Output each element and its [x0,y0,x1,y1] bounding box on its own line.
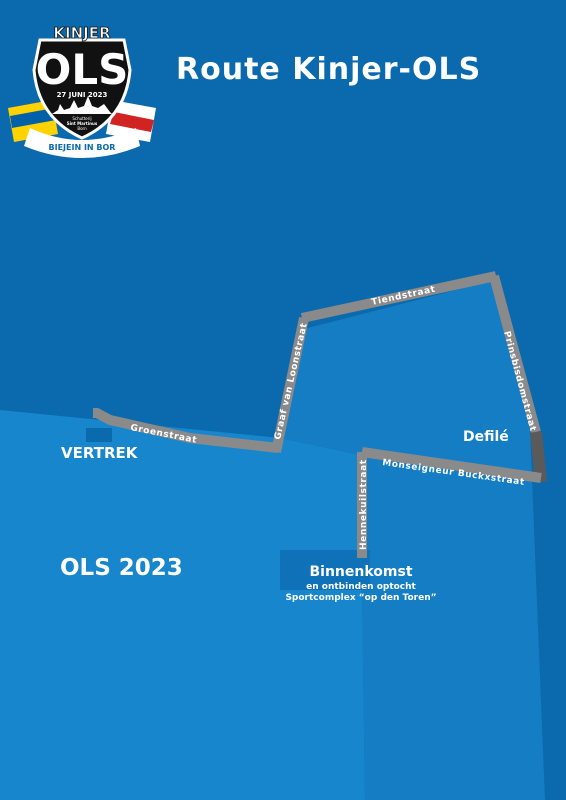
route-monseigneur-buckxstraat [361,447,542,483]
route-graaf-van-loonstraat [271,316,309,454]
finish-label: Binnenkomst en ontbinden optocht Sportco… [276,564,446,603]
logo-org-line2: Sint Martinus [67,121,98,126]
logo-org-line3: Born [77,126,87,131]
logo-date-text: 27 JUNI 2023 [57,91,108,99]
logo-ribbon-text: BIEJEIN IN BOR [49,143,116,152]
route-groenstraat [92,407,279,453]
logo-ribbon [24,128,140,158]
finish-subtitle: en ontbinden optocht [306,582,416,592]
logo-main-text: OLS [36,45,129,94]
start-label: VERTREK [61,444,138,462]
logo-flag-left-band [10,108,56,128]
kinjer-ols-logo: BIEJEIN IN BOR KINJER OLS 27 JUNI 2023 S… [8,24,156,158]
logo-org-line1: Schutterij [72,116,91,121]
finish-title: Binnenkomst [309,564,413,580]
logo-flag-right-band [110,112,154,132]
light-area-right [280,280,545,800]
defile-label: Defilé [463,429,509,445]
route-line [92,271,547,558]
route-prinsbisdomstraat [489,274,541,434]
finish-location: Sportcomplex “op den Toren” [285,593,437,603]
page-title: Route Kinjer-OLS [176,52,482,87]
event-label: OLS 2023 [60,555,183,581]
light-area-left [0,410,365,800]
finish-marker [280,550,370,590]
start-marker [86,428,112,442]
logo-skyline-icon [52,96,112,114]
route-tiendstraat [300,271,498,323]
street-label-hennekuilstraat: Hennekuilstraat [359,459,369,550]
logo-top-text: KINJER [53,24,111,42]
